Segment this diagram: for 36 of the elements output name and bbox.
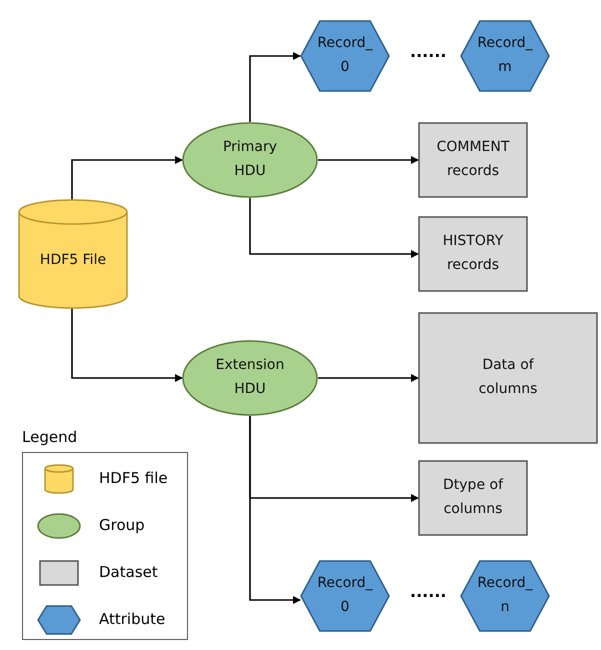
node-label: Primary HDU — [222, 138, 278, 181]
dataset-box — [418, 122, 528, 198]
node-label: Record_ 0 — [316, 574, 374, 617]
node-label: Dtype of columns — [442, 476, 504, 519]
arrow — [318, 374, 419, 382]
legend-label: HDF5 file — [99, 469, 168, 487]
arrow — [71, 156, 183, 200]
cylinder-node — [18, 200, 128, 308]
attribute-hexagon — [460, 560, 550, 632]
legend-label: Dataset — [99, 563, 158, 581]
legend-label: Attribute — [99, 610, 166, 628]
group-ellipse — [182, 122, 318, 198]
attribute-hexagon — [460, 20, 550, 92]
arrow — [249, 52, 301, 122]
dataset-box — [418, 312, 598, 444]
dataset-box — [418, 460, 528, 536]
node-label: Record_ m — [476, 34, 534, 77]
group-ellipse — [182, 340, 318, 416]
legend-label: Group — [99, 516, 145, 534]
node-label: Record_ 0 — [316, 34, 374, 77]
ellipsis-text: ...... — [410, 582, 446, 601]
arrow — [249, 416, 301, 604]
arrow — [318, 156, 419, 164]
arrow — [71, 308, 183, 382]
node-label: HISTORY records — [442, 232, 504, 275]
legend-title: Legend — [22, 428, 78, 446]
attribute-hexagon — [300, 560, 390, 632]
arrow — [249, 198, 419, 258]
node-label: COMMENT records — [436, 138, 510, 181]
node-label: Extension HDU — [214, 356, 286, 399]
dataset-box — [418, 216, 528, 292]
ellipsis-text: ...... — [410, 42, 446, 61]
attribute-hexagon — [300, 20, 390, 92]
node-label: Record_ n — [476, 574, 534, 617]
node-label: Data of columns — [478, 356, 538, 399]
node-label: HDF5 File — [40, 251, 106, 270]
